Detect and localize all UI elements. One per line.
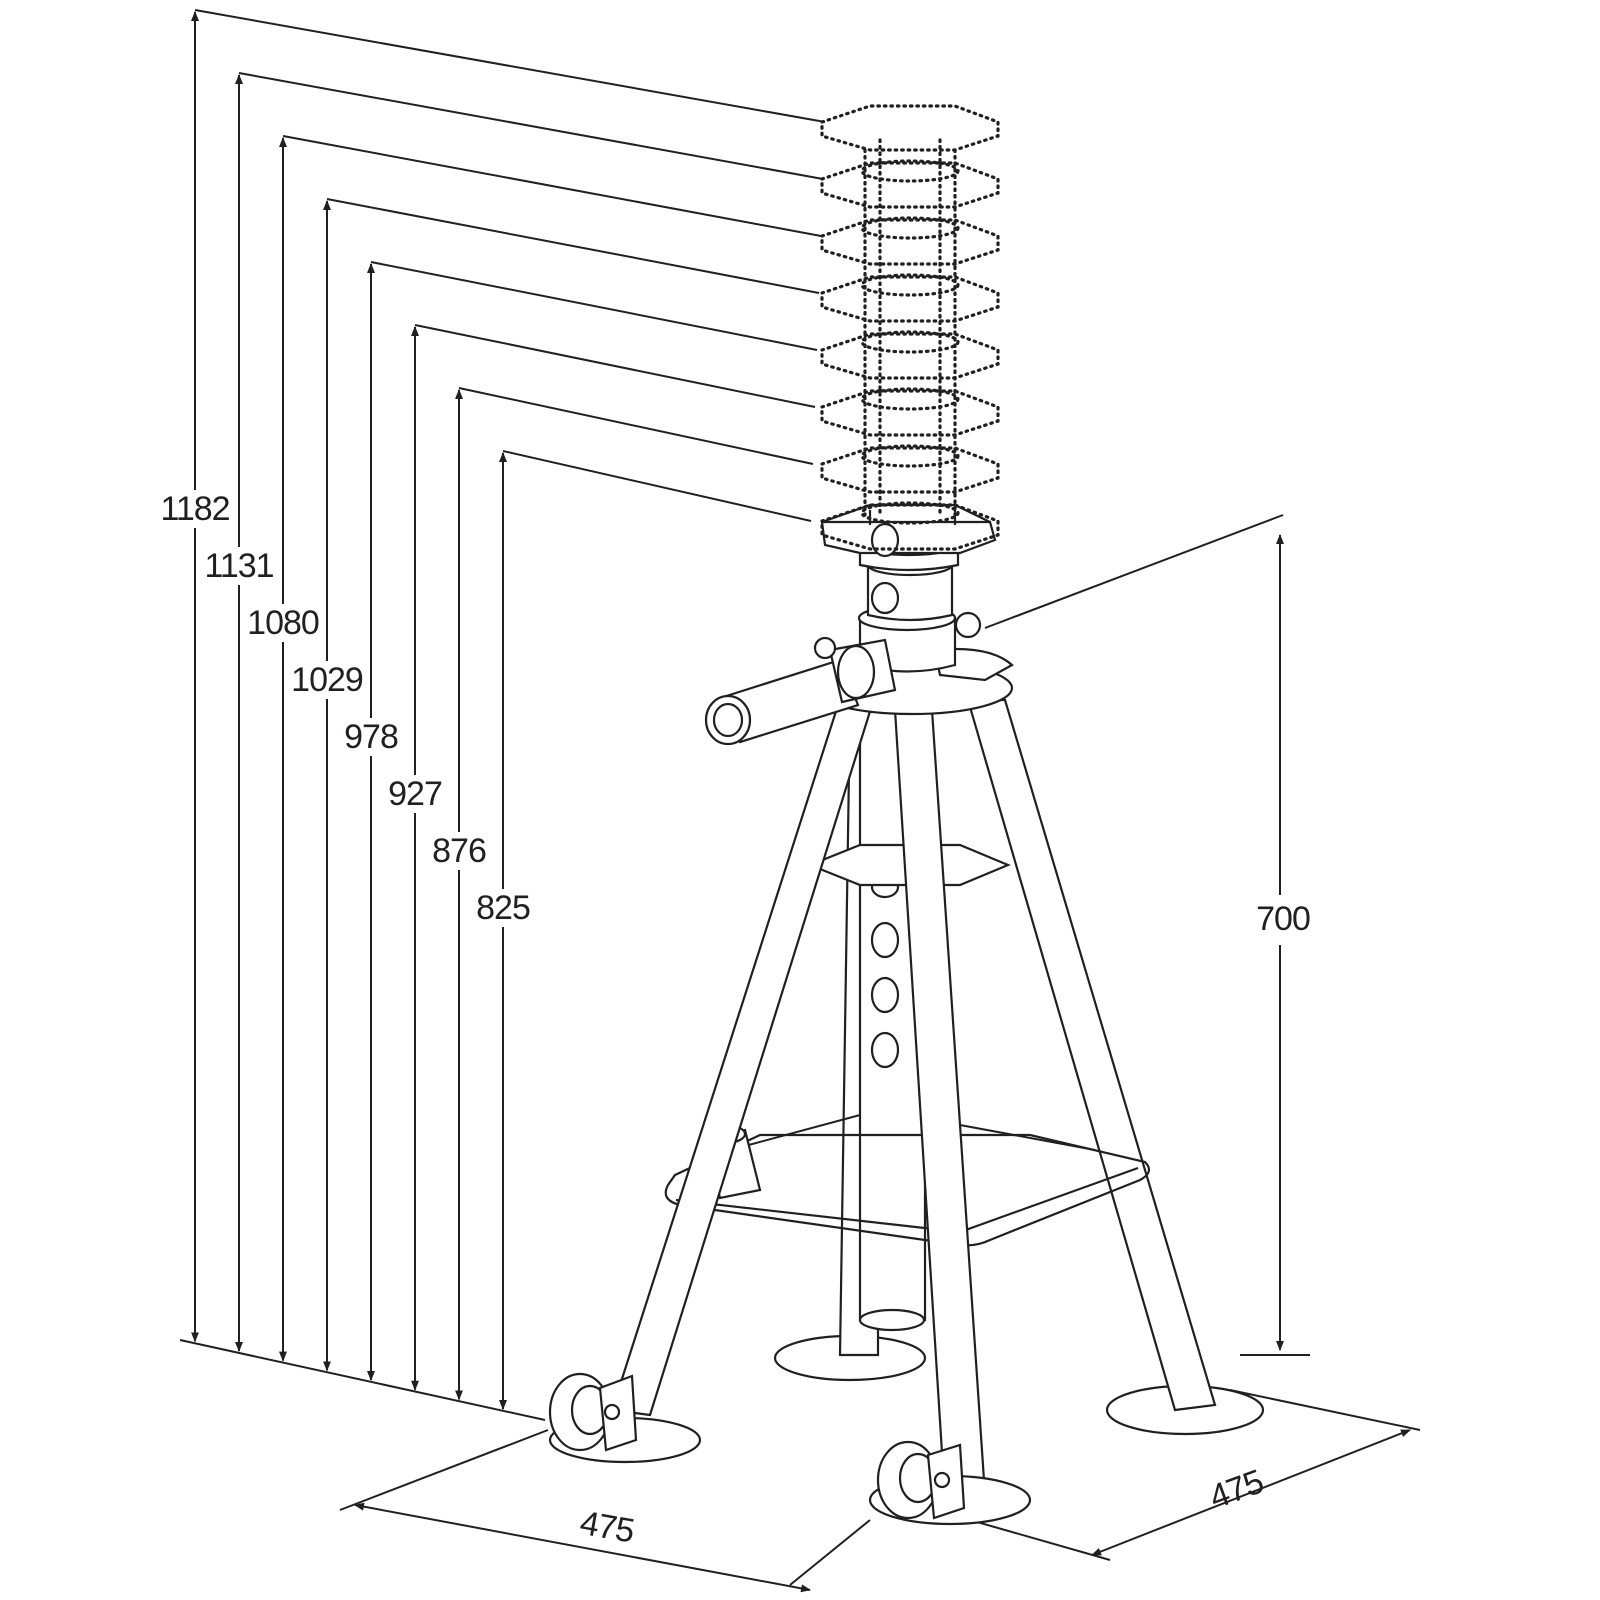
height-extension-line (370, 261, 818, 351)
raised-saddle-position (820, 218, 1000, 266)
height-extension-line (414, 324, 816, 408)
handle (704, 636, 897, 746)
raised-collar-ring (860, 387, 960, 411)
height-extension-line (238, 72, 824, 180)
height-dimension-label: 1080 (247, 604, 319, 642)
column-hole (870, 976, 900, 1014)
raised-collar-ring (860, 273, 960, 297)
height-dimension-label: 978 (344, 718, 398, 756)
height-dimension: 876 (425, 387, 814, 1401)
height-dimension: 1182 (160, 9, 826, 1343)
height-extension-line (194, 9, 826, 123)
height-dimension-label: 1029 (291, 661, 363, 699)
height-dimension: 1080 (247, 135, 822, 1362)
wheel-front (876, 1440, 966, 1520)
height-extension-line (282, 135, 822, 237)
height-dimension-label: 1131 (204, 547, 273, 585)
height-dimension: 978 (337, 261, 818, 1382)
raised-collar-ring (860, 501, 960, 525)
height-dimension-group: 1182 1131 1080 1029 978 927 876 825 (160, 9, 826, 1411)
height-dimension: 825 (469, 450, 812, 1411)
base-height-dimension: 700 (984, 514, 1315, 1356)
footprint-side-label: 475 (1204, 1463, 1268, 1517)
height-dimension-label: 927 (388, 775, 442, 813)
axle-stand (548, 104, 1265, 1526)
column-hole (870, 921, 900, 959)
raised-saddle-position (820, 332, 1000, 380)
height-dimension: 1131 (204, 72, 824, 1352)
raised-collar-ring (860, 330, 960, 354)
raised-shaft-outline (863, 138, 957, 517)
raised-collar-ring (860, 159, 960, 183)
raised-saddle-position (820, 446, 1000, 494)
height-extension-line (502, 450, 812, 522)
height-dimension: 927 (381, 324, 816, 1391)
height-dimension-label: 1182 (160, 490, 229, 528)
wheel-left (548, 1372, 638, 1452)
height-extension-line (458, 387, 814, 465)
raised-saddle-positions (820, 104, 1000, 551)
raised-saddle-position (820, 104, 1000, 152)
height-dimension-label: 825 (476, 889, 530, 927)
raised-saddle-position (820, 161, 1000, 209)
base-reference-line (179, 1339, 546, 1421)
footprint-front-label: 475 (577, 1504, 637, 1551)
height-dimension: 1029 (291, 198, 820, 1372)
height-extension-line (326, 198, 820, 294)
raised-collar-ring (860, 216, 960, 240)
raised-saddle-position (820, 275, 1000, 323)
leg-left (610, 703, 874, 1417)
raised-collar-ring (860, 444, 960, 468)
height-dimension-label: 876 (432, 832, 486, 870)
saddle (820, 503, 997, 558)
leg-right (966, 698, 1217, 1412)
footprint-front-dimension: 475 (339, 1429, 871, 1593)
raised-saddle-position (820, 389, 1000, 437)
raised-saddle-position (820, 503, 1000, 551)
column-hole (870, 1031, 900, 1069)
base-height-label: 700 (1256, 900, 1310, 938)
lower-brace-ring (664, 1133, 1151, 1247)
